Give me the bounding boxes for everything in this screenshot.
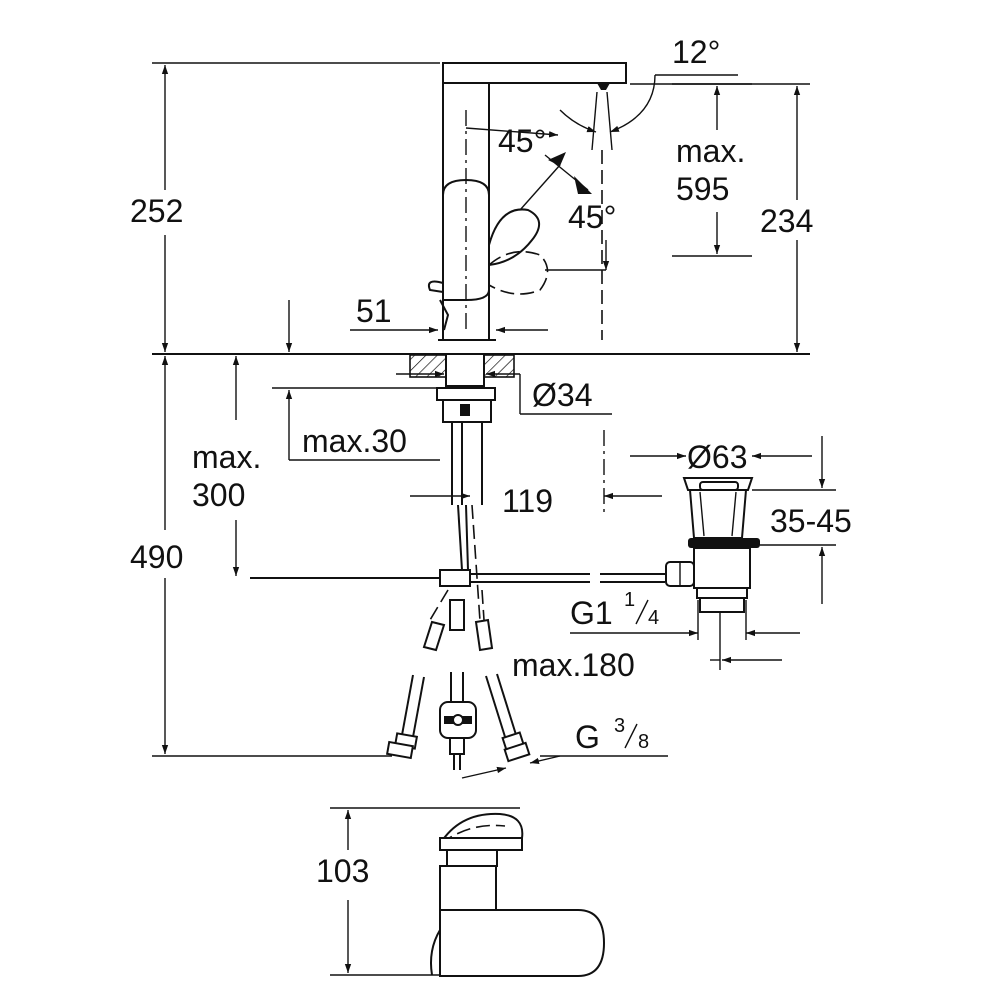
diameter-34-label: Ø34 (532, 377, 592, 413)
pop-up-rod (250, 569, 665, 587)
underside-fixing (436, 387, 496, 651)
thread-g1-numerator: 1 (624, 589, 635, 611)
diameter-63-label: Ø63 (687, 439, 747, 475)
width-51-annotation: 51 (285, 293, 548, 352)
height-252-annotation: 252 (130, 62, 440, 352)
max-180-annotation: max.180 (512, 612, 782, 683)
max-300-annotation: max. 300 (192, 356, 261, 576)
diameter-63-annotation: Ø63 (630, 439, 812, 475)
angle-12-label: 12° (672, 34, 720, 70)
height-490-annotation: 490 (130, 356, 392, 757)
max-30-label: max.30 (302, 423, 407, 459)
thread-g38-denominator: 8 (638, 731, 649, 753)
countertop (152, 353, 810, 387)
height-234-label: 234 (760, 203, 813, 239)
reach-119-annotation: 119 (410, 430, 662, 519)
supply-hoses (385, 589, 531, 770)
max-300-label-line2: 300 (192, 477, 245, 513)
max-595-annotation: max. 595 (672, 83, 752, 257)
range-35-45-annotation: 35-45 (752, 436, 852, 604)
diameter-34-annotation: Ø34 (396, 370, 612, 415)
thread-g1-annotation: G1 1 4 (570, 589, 800, 640)
angle-45-annotation: 45° 45° (465, 123, 616, 271)
height-103-label: 103 (316, 853, 369, 889)
faucet-side-view: 103 (316, 807, 606, 977)
height-234-annotation: 234 (630, 83, 813, 352)
reach-119-label: 119 (502, 483, 553, 519)
max-595-label-line2: 595 (676, 171, 729, 207)
angle-45-lower-label: 45° (568, 199, 616, 235)
max-595-label-line1: max. (676, 133, 745, 169)
thread-g38-annotation: G 3 8 (461, 715, 668, 779)
angle-12-annotation: 12° (559, 34, 738, 151)
max-30-annotation: max.30 (272, 387, 440, 461)
thread-g1-label: G1 (570, 595, 613, 631)
faucet-body (427, 62, 627, 341)
width-51-label: 51 (356, 293, 392, 329)
max-300-label-line1: max. (192, 439, 261, 475)
height-252-label: 252 (130, 193, 183, 229)
angle-45-upper-label: 45° (498, 123, 546, 159)
thread-g38-numerator: 3 (614, 715, 625, 737)
thread-g1-denominator: 4 (648, 607, 659, 629)
waste-valve (665, 477, 760, 613)
range-35-45-label: 35-45 (770, 503, 852, 539)
thread-g38-label: G (575, 719, 600, 755)
height-490-label: 490 (130, 539, 183, 575)
max-180-label: max.180 (512, 647, 635, 683)
